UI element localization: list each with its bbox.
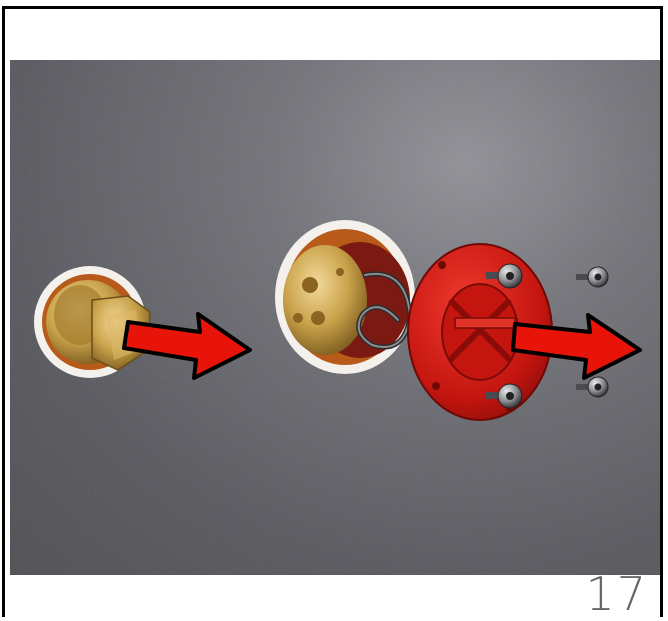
red-cover-plate [407,243,553,421]
mounting-screw [576,376,609,398]
assembly-diagram [10,60,660,575]
arrow-right-icon [122,312,252,380]
installation-illustration [10,60,660,575]
arrow-right-icon [511,313,642,380]
mounting-screw [576,266,609,288]
page-number: 17 [585,567,648,621]
brass-valve-fitting [34,266,151,378]
mounting-screw [486,263,523,289]
mounting-screw [486,383,523,409]
brass-cartridge-with-clip [275,220,415,374]
